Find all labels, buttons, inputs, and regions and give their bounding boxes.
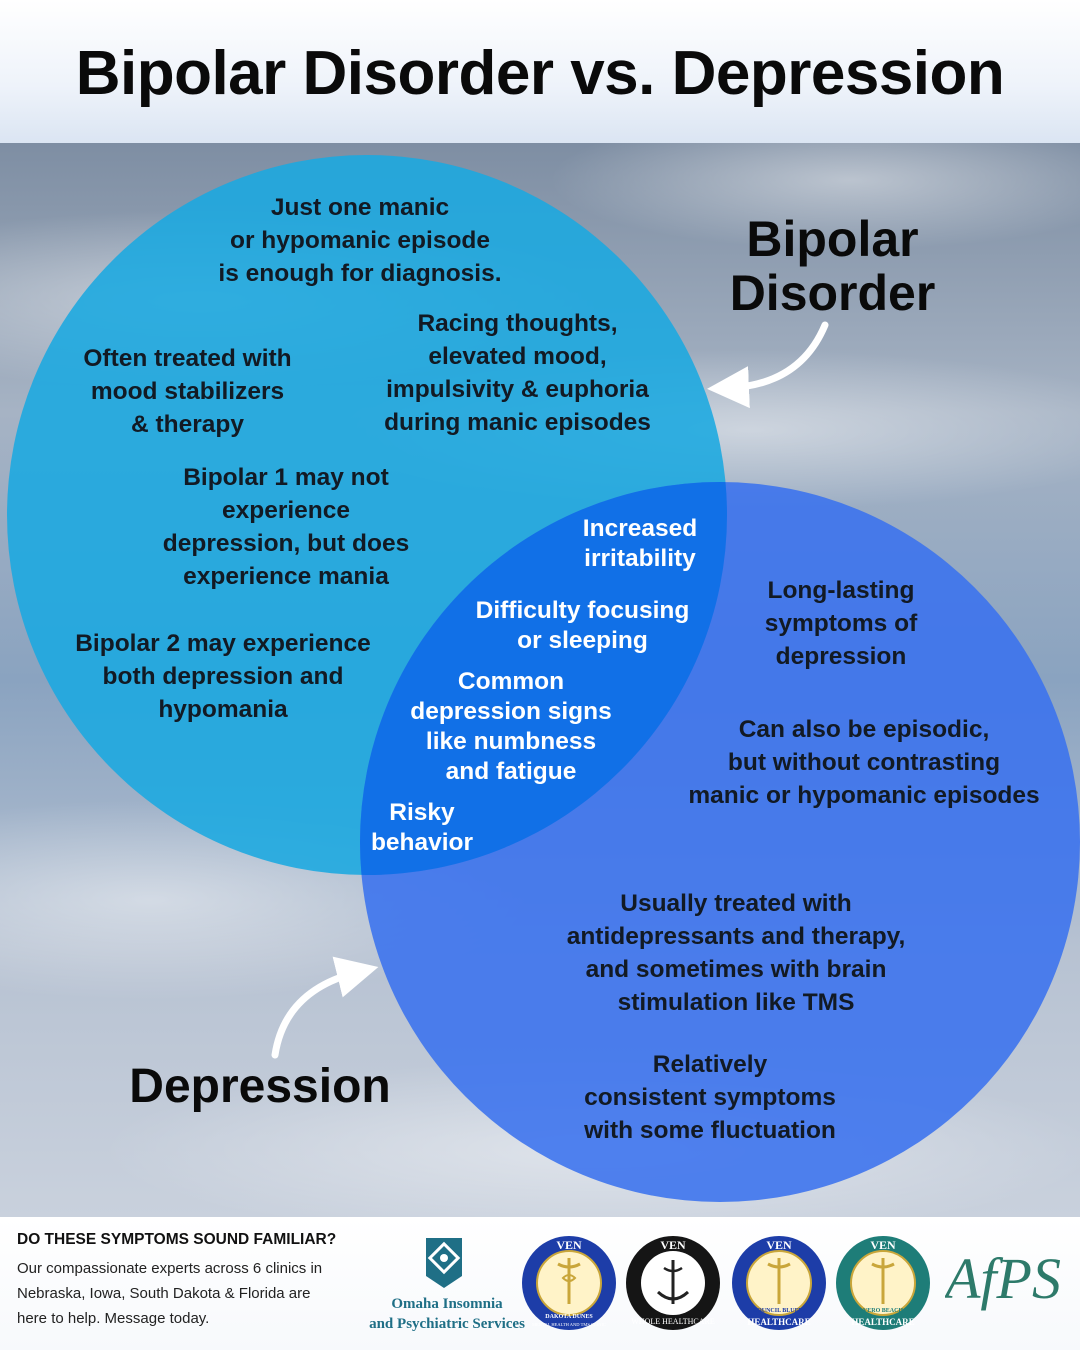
- shared-item: Difficulty focusing or sleeping: [475, 597, 690, 654]
- council-bluffs-logo: VEN COUNCIL BLUFFS HEALTHCARE: [732, 1236, 826, 1330]
- footer-body: Our compassionate experts across 6 clini…: [17, 1260, 323, 1327]
- bipolar-item: Bipolar 2 may experience both depression…: [75, 630, 371, 723]
- svg-text:WHOLE HEALTHCARE: WHOLE HEALTHCARE: [631, 1317, 715, 1326]
- footer-heading: DO THESE SYMPTOMS SOUND FAMILIAR?: [17, 1231, 337, 1248]
- omaha-logo-text: Omaha Insomnia and Psychiatric Services: [369, 1296, 525, 1332]
- depression-item: Usually treated with antidepressants and…: [566, 890, 906, 1016]
- title-band: [0, 0, 1080, 143]
- bipolar-item: Often treated with mood stabilizers & th…: [83, 345, 292, 438]
- svg-text:VEN: VEN: [870, 1238, 896, 1252]
- shared-item: Common depression signs like numbness an…: [410, 668, 612, 785]
- svg-text:VEN: VEN: [660, 1238, 686, 1252]
- depression-item: Relatively consistent symptoms with some…: [584, 1051, 836, 1144]
- bipolar-item: Just one manic or hypomanic episode is e…: [218, 194, 502, 287]
- vero-beach-logo: VEN VERO BEACH HEALTHCARE: [836, 1236, 930, 1330]
- shared-item: Risky behavior: [370, 799, 474, 856]
- bipolar-arrow-icon: [707, 321, 829, 409]
- afps-logo: AfPS: [945, 1246, 1061, 1311]
- bipolar-item: Bipolar 1 may not experience depression,…: [162, 464, 410, 590]
- svg-text:MENTAL HEALTH AND TMS CLINIC: MENTAL HEALTH AND TMS CLINIC: [532, 1322, 606, 1327]
- depression-label: Depression: [129, 1060, 391, 1113]
- svg-text:VEN: VEN: [766, 1238, 792, 1252]
- svg-text:HEALTHCARE: HEALTHCARE: [851, 1317, 914, 1327]
- bipolar-label: Bipolar Disorder: [729, 211, 936, 321]
- svg-text:COUNCIL BLUFFS: COUNCIL BLUFFS: [753, 1308, 806, 1314]
- bipolar-item: Racing thoughts, elevated mood, impulsiv…: [384, 310, 651, 436]
- svg-text:DAKOTA DUNES: DAKOTA DUNES: [545, 1314, 593, 1320]
- svg-text:VERO BEACH: VERO BEACH: [863, 1308, 904, 1314]
- page-title: Bipolar Disorder vs. Depression: [75, 39, 1005, 108]
- svg-text:HEALTHCARE: HEALTHCARE: [747, 1317, 810, 1327]
- shared-item: Increased irritability: [582, 515, 698, 572]
- dakota-dunes-logo: VEN DAKOTA DUNES MENTAL HEALTH AND TMS C…: [522, 1236, 616, 1330]
- svg-text:AfPS: AfPS: [945, 1246, 1061, 1311]
- depression-item: Can also be episodic, but without contra…: [688, 716, 1040, 809]
- shield-logo-icon: [426, 1238, 462, 1288]
- whole-healthcare-logo: VEN WHOLE HEALTHCARE: [626, 1236, 720, 1330]
- depression-item: Long-lasting symptoms of depression: [764, 577, 918, 670]
- depression-arrow-icon: [271, 956, 379, 1059]
- svg-text:VEN: VEN: [556, 1238, 582, 1252]
